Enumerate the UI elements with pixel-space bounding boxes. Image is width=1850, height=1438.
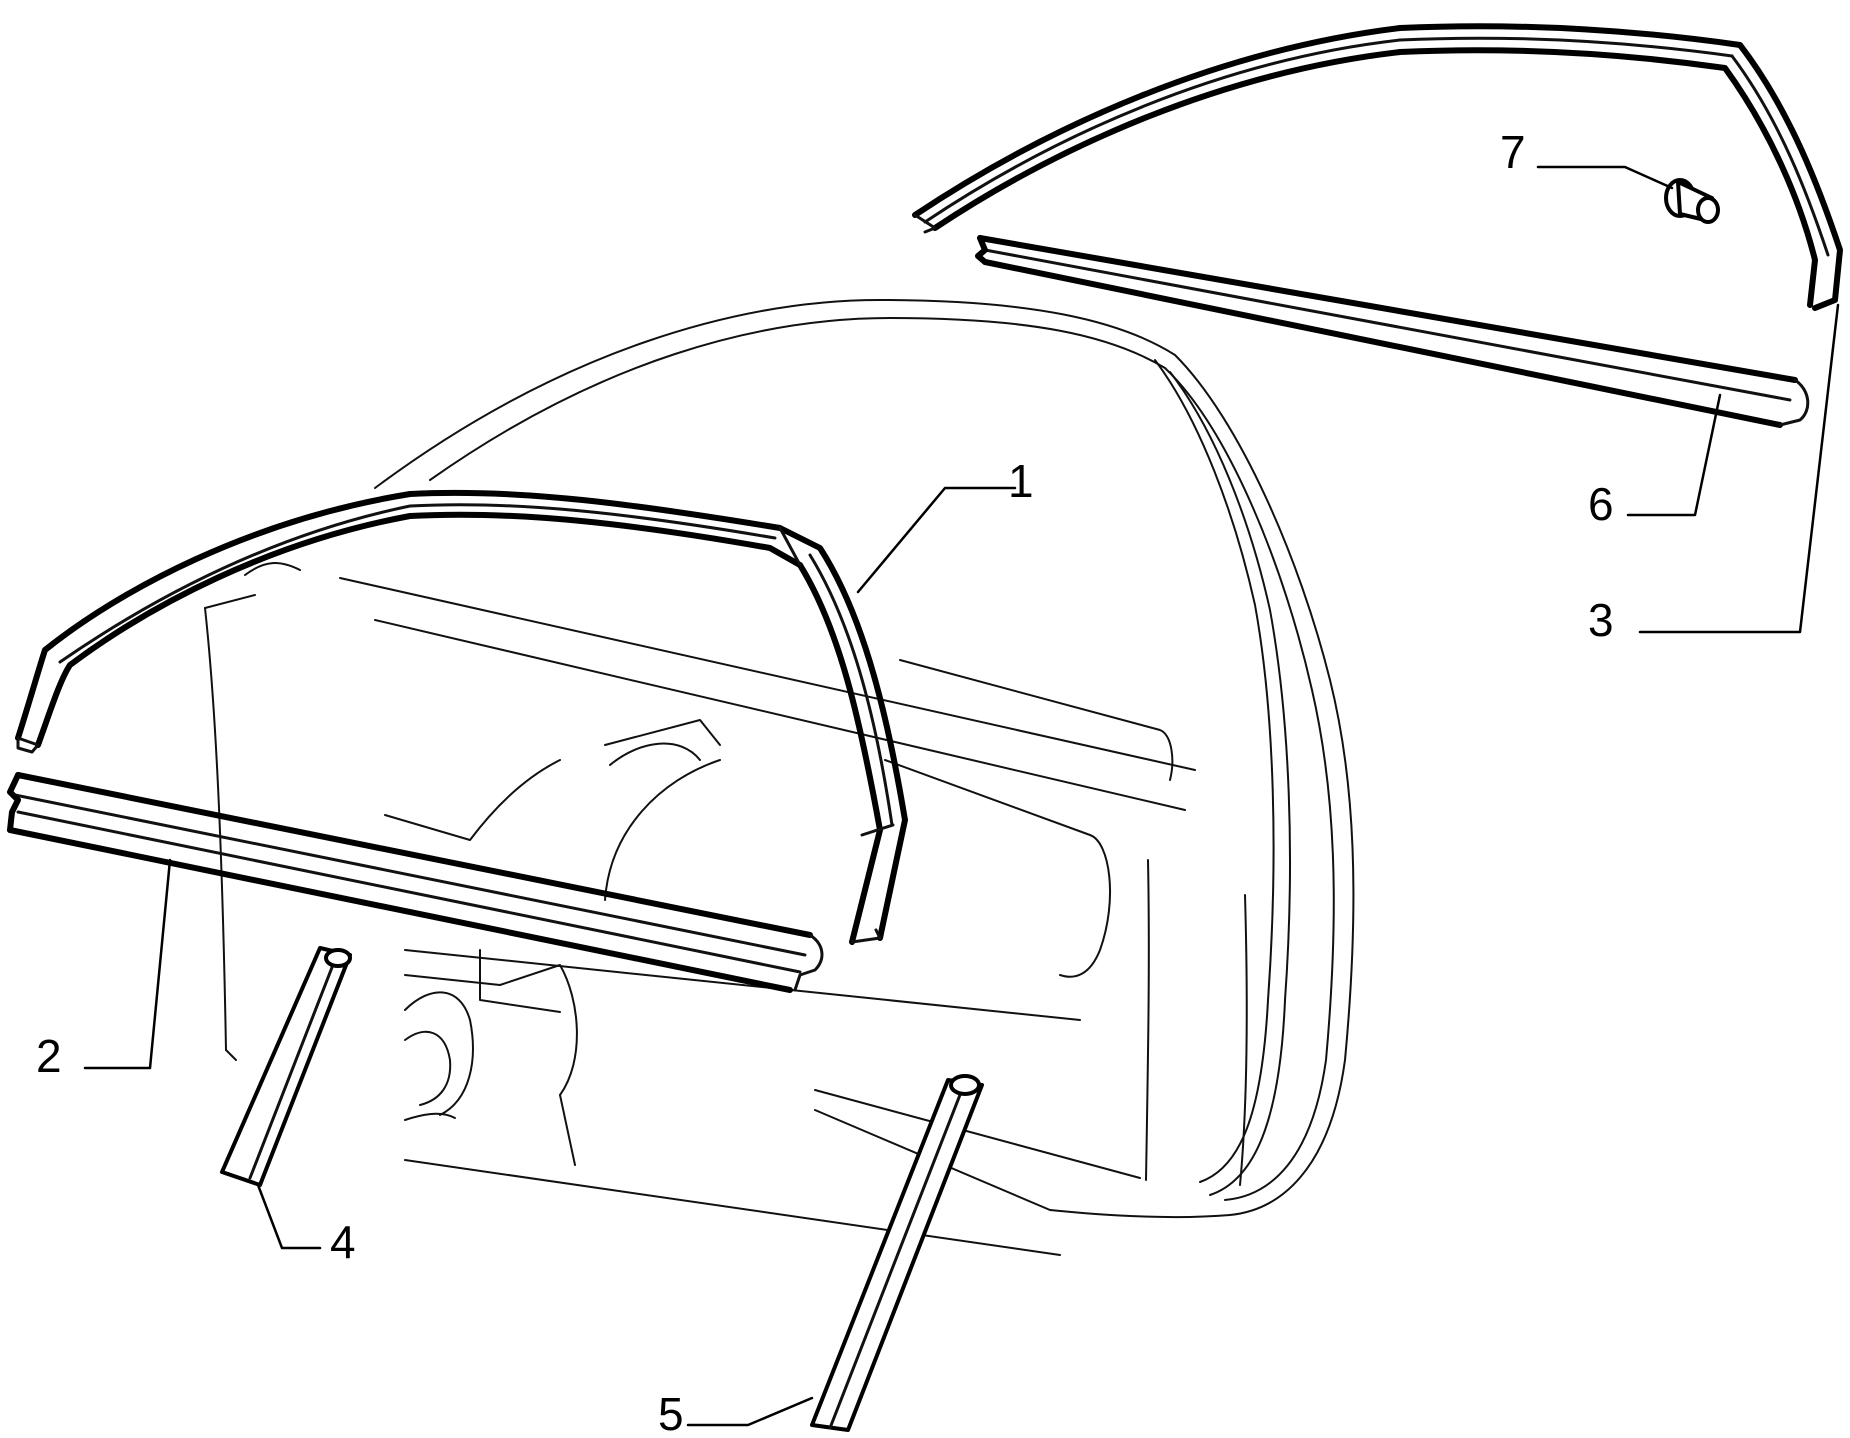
- part-6-belt-seal: [975, 235, 1810, 428]
- leader-5: [686, 1396, 814, 1427]
- callout-5: 5: [658, 1388, 684, 1438]
- part-7-clip: [1664, 178, 1720, 224]
- callout-labels: 1 2 3 4 5 6 7: [36, 126, 1614, 1438]
- callout-6: 6: [1588, 478, 1614, 530]
- leader-lines: [83, 165, 1840, 1427]
- callout-7: 7: [1500, 126, 1526, 178]
- part-1-window-frame-seal: [15, 489, 908, 945]
- callout-2: 2: [36, 1030, 62, 1082]
- leader-1: [856, 486, 1017, 594]
- leader-6: [1626, 393, 1722, 517]
- leader-3: [1638, 303, 1840, 634]
- part-4-channel-seal: [220, 946, 352, 1187]
- part-2-belt-seal: [7, 772, 824, 993]
- part-5-channel-seal: [810, 1074, 984, 1432]
- callout-4: 4: [330, 1216, 356, 1268]
- callout-1: 1: [1008, 455, 1034, 507]
- leader-7: [1536, 165, 1674, 190]
- callout-3: 3: [1588, 594, 1614, 646]
- part-3-window-frame-seal: [912, 23, 1843, 311]
- leader-4: [256, 1183, 322, 1250]
- leader-2: [83, 858, 172, 1070]
- door-panel-outline: [204, 299, 1355, 1256]
